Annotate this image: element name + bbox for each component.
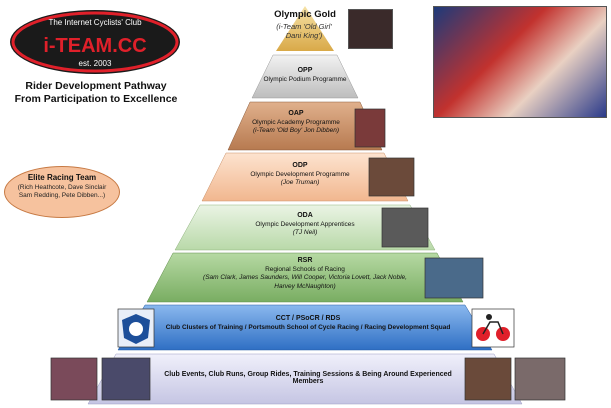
rsr-code: RSR [297, 257, 313, 264]
odp-name: Olympic Development Programme [250, 170, 350, 178]
elite-racing-team: Elite Racing Team (Rich Heathcote, Dave … [4, 166, 120, 218]
psocr-badge-icon [117, 308, 155, 348]
photo-rsr [424, 257, 484, 299]
elite-title: Elite Racing Team [27, 173, 97, 182]
gold-subtitle: (i-Team 'Old Girl' Dani King') [254, 22, 354, 40]
tier-rsr-label: RSR Regional Schools of Racing (Sam Clar… [185, 257, 425, 291]
rsr-note-1: (Sam Clark, James Saunders, Will Cooper,… [203, 274, 407, 281]
logo-est: est. 2003 [79, 59, 112, 68]
odp-note: (Joe Truman) [280, 179, 320, 186]
opp-code: OPP [297, 67, 313, 74]
cct-name: Club Clusters of Training / Portsmouth S… [165, 323, 451, 331]
rsr-name: Regional Schools of Racing [265, 265, 345, 273]
photo-gold-small [348, 9, 393, 49]
tier-gold [276, 6, 334, 51]
photo-base-right-1 [464, 357, 512, 401]
logo-top-text: The Internet Cyclists' Club [48, 18, 142, 27]
oap-code: OAP [288, 110, 304, 117]
photo-base-left-1 [50, 357, 98, 401]
tier-oda [174, 204, 436, 251]
tier-odp-label: ODP Olympic Development Programme (Joe T… [230, 162, 370, 188]
photo-oda [381, 207, 429, 248]
subtitle-line1: Rider Development Pathway [25, 80, 167, 92]
rsr-note-2: Harvey McNaughton) [274, 282, 336, 290]
logo: The Internet Cyclists' Club i-TEAM.CC es… [8, 8, 182, 76]
tier-rsr [146, 252, 464, 303]
gold-sub-line2: Dani King') [285, 31, 323, 40]
oap-name: Olympic Academy Programme [252, 118, 340, 126]
tier-oap-label: OAP Olympic Academy Programme (i-Team 'O… [240, 110, 352, 136]
odp-code: ODP [292, 162, 308, 169]
tier-odp [201, 152, 409, 202]
photo-gold-large [433, 6, 607, 118]
oda-code: ODA [297, 212, 313, 219]
subtitle: Rider Development Pathway From Participa… [6, 80, 186, 106]
tier-cct-label: CCT / PSoCR / RDS Club Clusters of Train… [158, 315, 458, 332]
cct-code: CCT / PSoCR / RDS [275, 315, 341, 322]
photo-oap [354, 108, 386, 148]
logo-brand: i-TEAM.CC [43, 35, 146, 57]
subtitle-line2: From Participation to Excellence [14, 93, 178, 105]
tier-oda-label: ODA Olympic Development Apprentices (TJ … [220, 212, 390, 238]
opp-name: Olympic Podium Programme [263, 75, 347, 83]
tier-opp [251, 54, 359, 99]
oap-note: (i-Team 'Old Boy' Jon Dibben) [252, 127, 340, 134]
photo-base-right-2 [514, 357, 566, 401]
base-label: Club Events, Club Runs, Group Rides, Tra… [164, 371, 452, 385]
oda-name: Olympic Development Apprentices [255, 220, 355, 228]
oda-note: (TJ Neil) [292, 229, 318, 236]
gold-title: Olympic Gold [274, 9, 336, 20]
photo-base-left-2 [101, 357, 151, 401]
bicycle-icon [471, 308, 515, 348]
photo-odp [368, 157, 415, 197]
gold-sub-line1: (i-Team 'Old Girl' [276, 22, 332, 31]
tier-oap [227, 101, 383, 151]
elite-members: (Rich Heathcote, Dave Sinclair Sam Reddi… [17, 184, 107, 199]
tier-opp-label: OPP Olympic Podium Programme [255, 67, 355, 84]
